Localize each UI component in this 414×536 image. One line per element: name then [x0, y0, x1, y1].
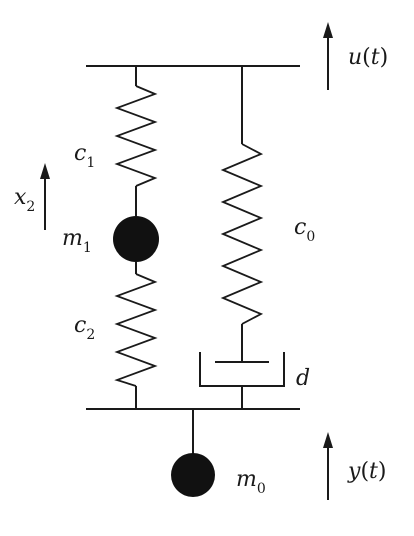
- mass-m0: [171, 453, 215, 497]
- x2-arrow-head: [40, 163, 50, 179]
- label-y-t: y(t): [347, 459, 386, 484]
- u-arrow-head: [323, 22, 333, 38]
- mass-m1: [113, 216, 159, 262]
- label-m1: m1: [62, 226, 92, 256]
- label-c0: c0: [294, 215, 315, 245]
- spring-c0: [220, 143, 264, 325]
- spring-c2: [114, 273, 158, 387]
- label-u-t: u(t): [348, 45, 388, 70]
- spring-c1: [114, 85, 158, 187]
- label-c2: c2: [74, 313, 95, 343]
- label-m0: m0: [236, 467, 266, 497]
- y-arrow-head: [323, 432, 333, 448]
- label-d: d: [296, 366, 310, 391]
- label-c1: c1: [74, 141, 95, 171]
- label-x2: x2: [14, 185, 35, 215]
